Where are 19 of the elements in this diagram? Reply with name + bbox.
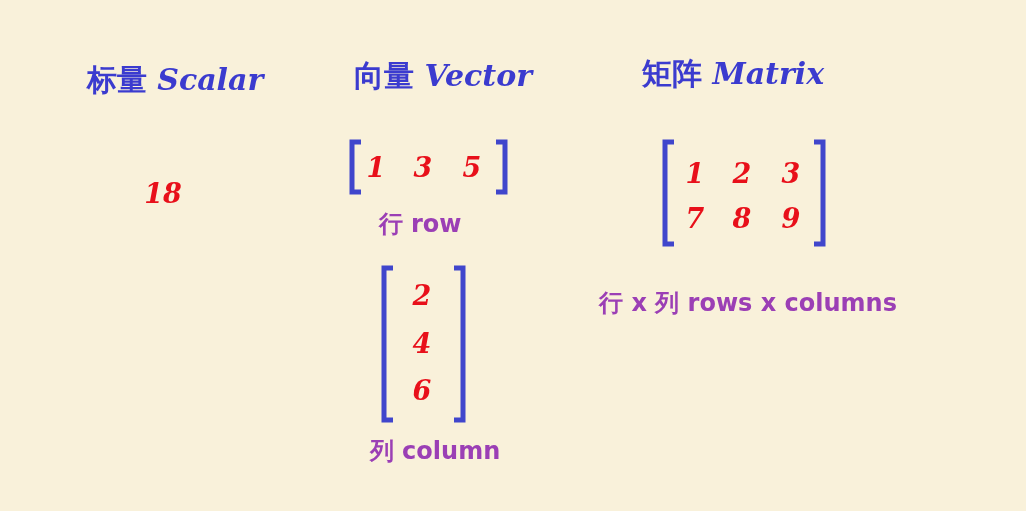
number: 6 bbox=[412, 374, 432, 406]
heading: 标量 Scalar bbox=[86, 60, 264, 99]
caption: 行 row bbox=[378, 209, 462, 240]
heading: 矩阵 Matrix bbox=[642, 54, 824, 93]
number: 2 bbox=[732, 157, 752, 189]
number: 5 bbox=[462, 151, 482, 183]
number: 9 bbox=[781, 202, 801, 234]
number: 1 bbox=[685, 157, 705, 189]
number: 3 bbox=[413, 151, 433, 183]
number: 1 bbox=[366, 151, 386, 183]
number: 8 bbox=[732, 202, 752, 234]
heading: 向量 Vector bbox=[354, 56, 532, 95]
caption: 行 x 列 rows x columns bbox=[599, 288, 897, 319]
number: 2 bbox=[412, 279, 432, 311]
number: 18 bbox=[144, 177, 182, 209]
number: 7 bbox=[685, 202, 705, 234]
number: 3 bbox=[781, 157, 801, 189]
number: 4 bbox=[412, 327, 432, 359]
caption: 列 column bbox=[369, 436, 501, 467]
